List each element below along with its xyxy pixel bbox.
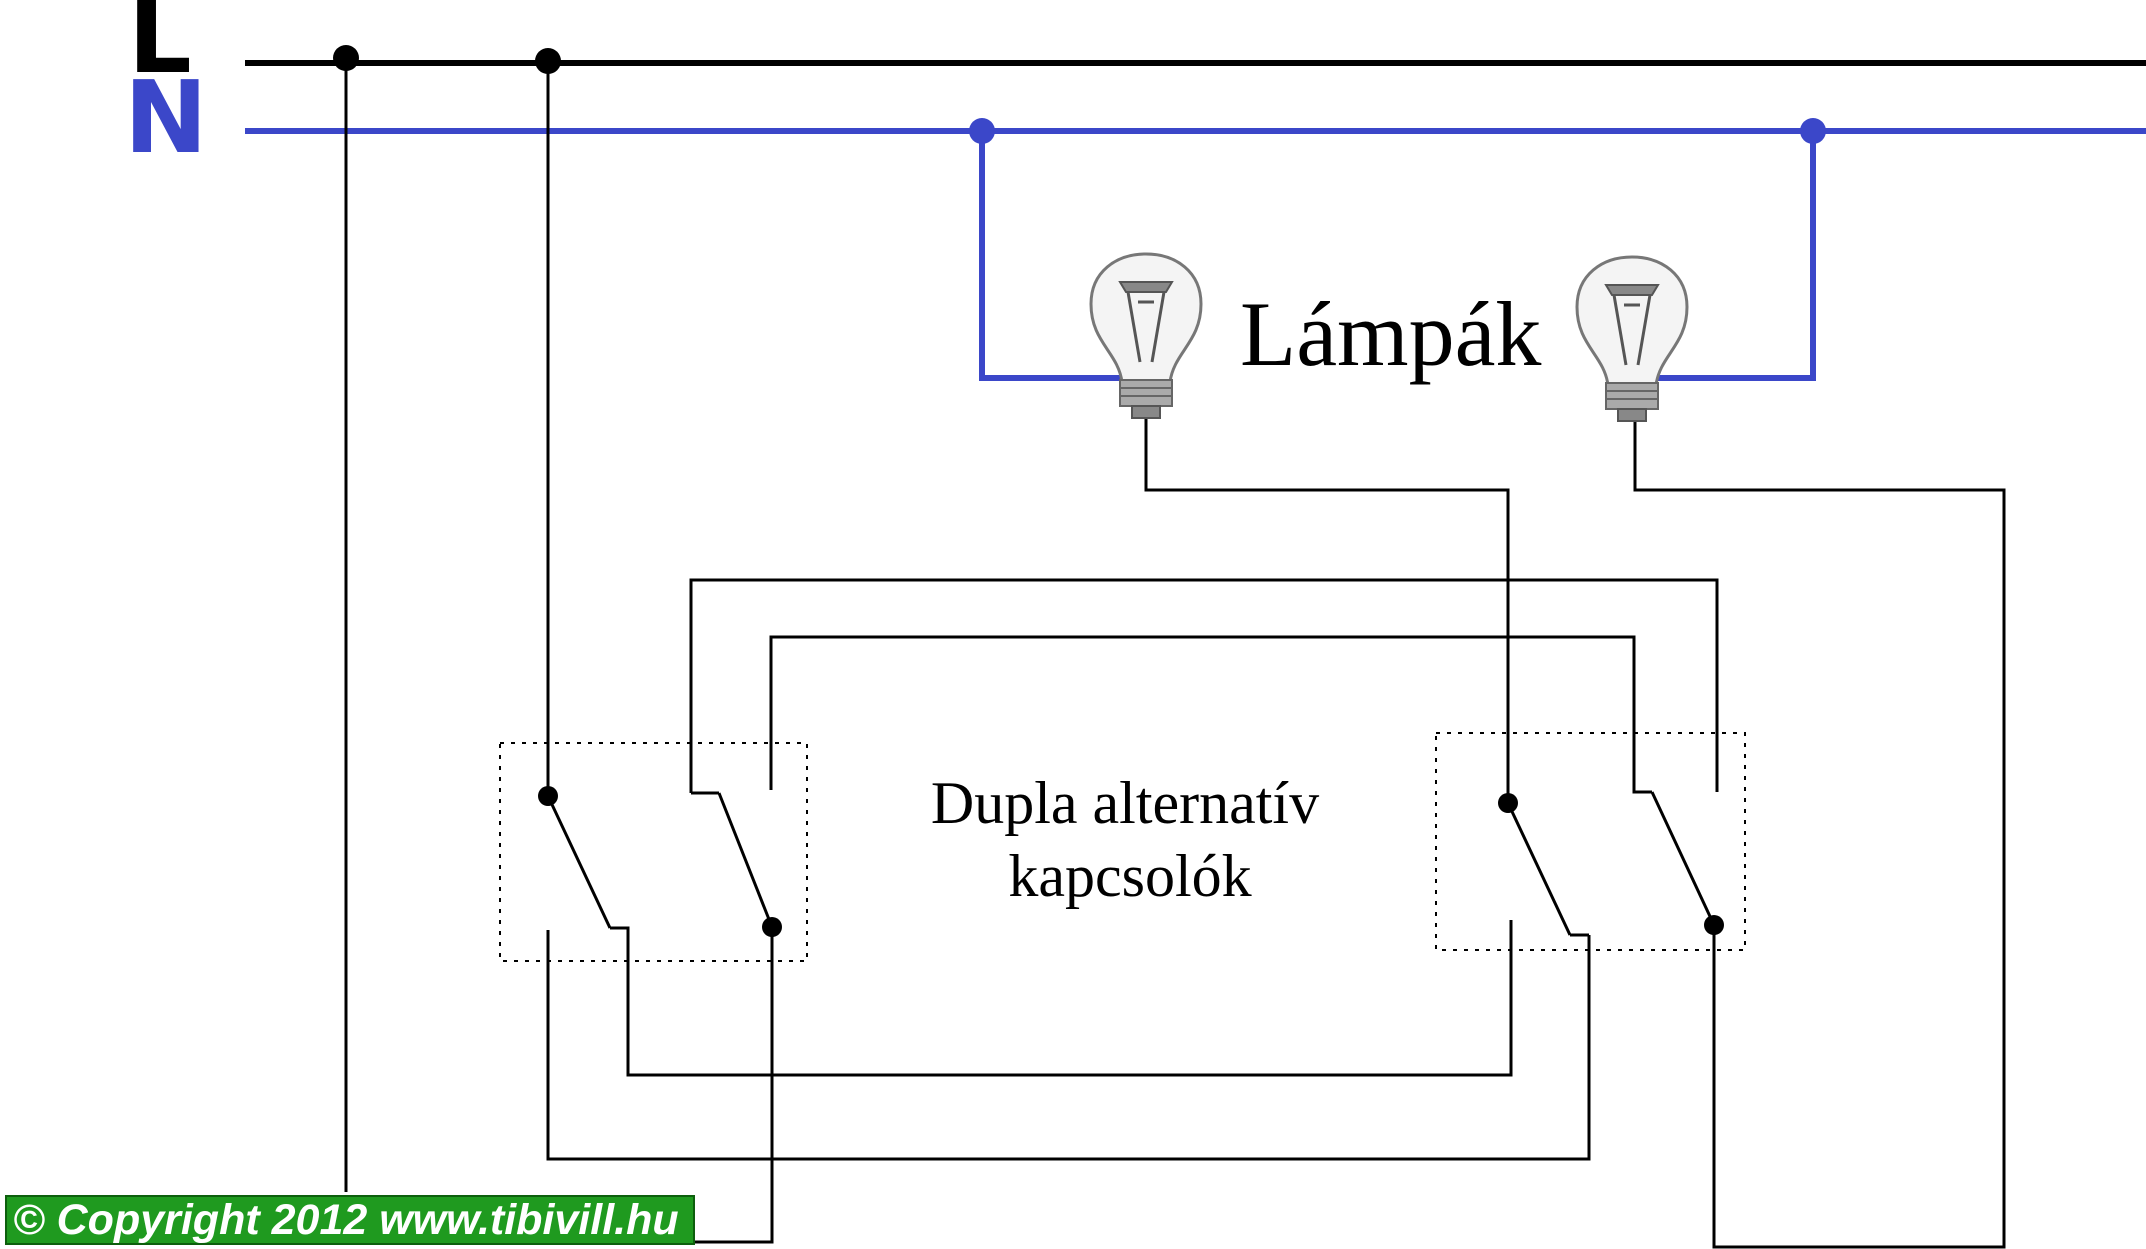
- switch2-common-b: [1633, 403, 2006, 1249]
- light-bulb-icon: [1575, 255, 1689, 422]
- light-bulb-icon: [1089, 252, 1203, 419]
- lamps-label: Lámpák: [1240, 283, 1541, 385]
- wire-lamp1: [1144, 403, 1510, 803]
- switches-label-line1: Dupla alternatív: [931, 770, 1319, 836]
- junction-dot: [969, 118, 995, 144]
- junction-dot: [1800, 118, 1826, 144]
- switch1-contact-a1: [546, 930, 1591, 1161]
- neutral-to-lamp-1: [979, 131, 1125, 381]
- switch-housing-right: [1435, 732, 1746, 951]
- switch1-lever-b-arm: [717, 792, 774, 928]
- switch-pivot-dot: [762, 917, 782, 937]
- neutral-label: N: [124, 59, 208, 176]
- switch1-lever-a: [546, 795, 612, 929]
- live-label: L: [128, 0, 192, 96]
- switch1-contact-b2: [769, 635, 1652, 794]
- switch1-contact-b1: [689, 578, 1719, 793]
- copyright-banner: © Copyright 2012 www.tibivill.hu: [5, 1195, 695, 1245]
- switch1-contact-a2: [610, 920, 1513, 1077]
- neutral-to-lamp-2: [1655, 131, 1816, 381]
- switches-label-line2: kapcsolók: [1008, 843, 1251, 909]
- switch-housing-left: [499, 742, 808, 962]
- switch-pivot-dot: [1704, 915, 1724, 935]
- switch-pivot-dot: [538, 786, 558, 806]
- switch-pivot-dot: [1498, 793, 1518, 813]
- switch2-lever-a: [1506, 802, 1572, 936]
- switch1-common-b: [692, 927, 774, 1244]
- switch2-lever-b: [1650, 791, 1716, 926]
